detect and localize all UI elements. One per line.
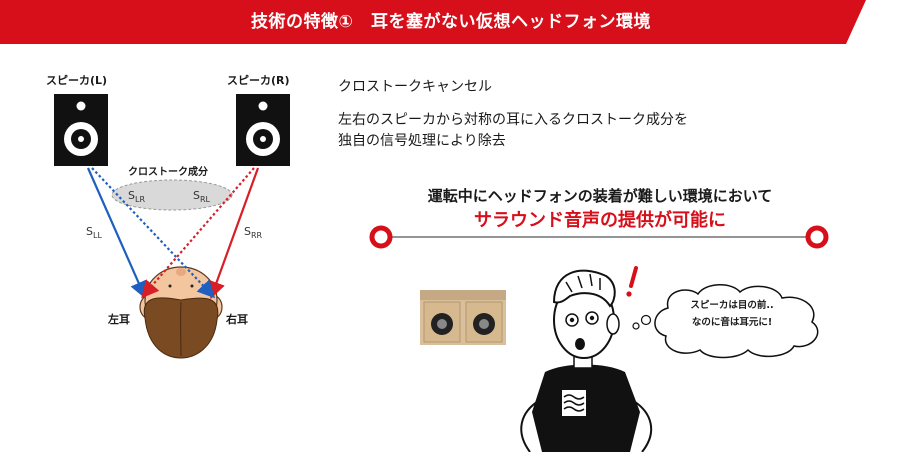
speaker-left-icon: [54, 94, 108, 166]
speaker-right-label: スピーカ(R): [227, 74, 290, 87]
path-s-lr: [91, 167, 216, 299]
crosstalk-ellipse: [111, 179, 233, 211]
header-banner: [0, 0, 866, 44]
page-title: 技術の特徴① 耳を塞がない仮想ヘッドフォン環境: [251, 12, 651, 32]
speaker-right-icon: [236, 94, 290, 166]
signal-s-ll: SLL: [86, 225, 102, 241]
speaker-left-label: スピーカ(L): [46, 74, 108, 87]
signal-s-lr: SLR: [128, 189, 145, 205]
signal-s-rr: SRR: [244, 225, 263, 241]
listener-head-icon: [139, 266, 223, 359]
thought-bubble: [632, 284, 819, 359]
description-line-2: 独自の信号処理により除去: [338, 133, 506, 149]
surprised-man-illustration: [520, 266, 652, 452]
crosstalk-diagram: [54, 94, 290, 359]
crosstalk-label: クロストーク成分: [128, 167, 208, 178]
message-line-1: 運転中にヘッドフォンの装着が難しい環境において: [427, 187, 773, 205]
description-line-1: 左右のスピーカから対称の耳に入るクロストーク成分を: [338, 112, 688, 128]
thought-bubble-text: スピーカは目の前.. なのに音は耳元に!: [662, 297, 802, 331]
message-divider: [369, 225, 829, 249]
right-ear-label: 右耳: [226, 313, 248, 326]
car-speaker-photo: [420, 290, 506, 345]
signal-s-rl: SRL: [193, 189, 210, 205]
thought-bubble-line-2: なのに音は耳元に!: [691, 317, 773, 328]
left-ear-label: 左耳: [108, 313, 130, 326]
section-heading: クロストークキャンセル: [338, 79, 492, 95]
path-s-rl: [141, 167, 255, 299]
path-s-rr: [208, 167, 260, 300]
message-line-2: サラウンド音声の提供が可能に: [474, 210, 726, 231]
path-s-ll: [86, 167, 147, 300]
thought-bubble-line-1: スピーカは目の前..: [690, 300, 774, 311]
section-description: 左右のスピーカから対称の耳に入るクロストーク成分を 独自の信号処理により除去: [338, 110, 808, 152]
